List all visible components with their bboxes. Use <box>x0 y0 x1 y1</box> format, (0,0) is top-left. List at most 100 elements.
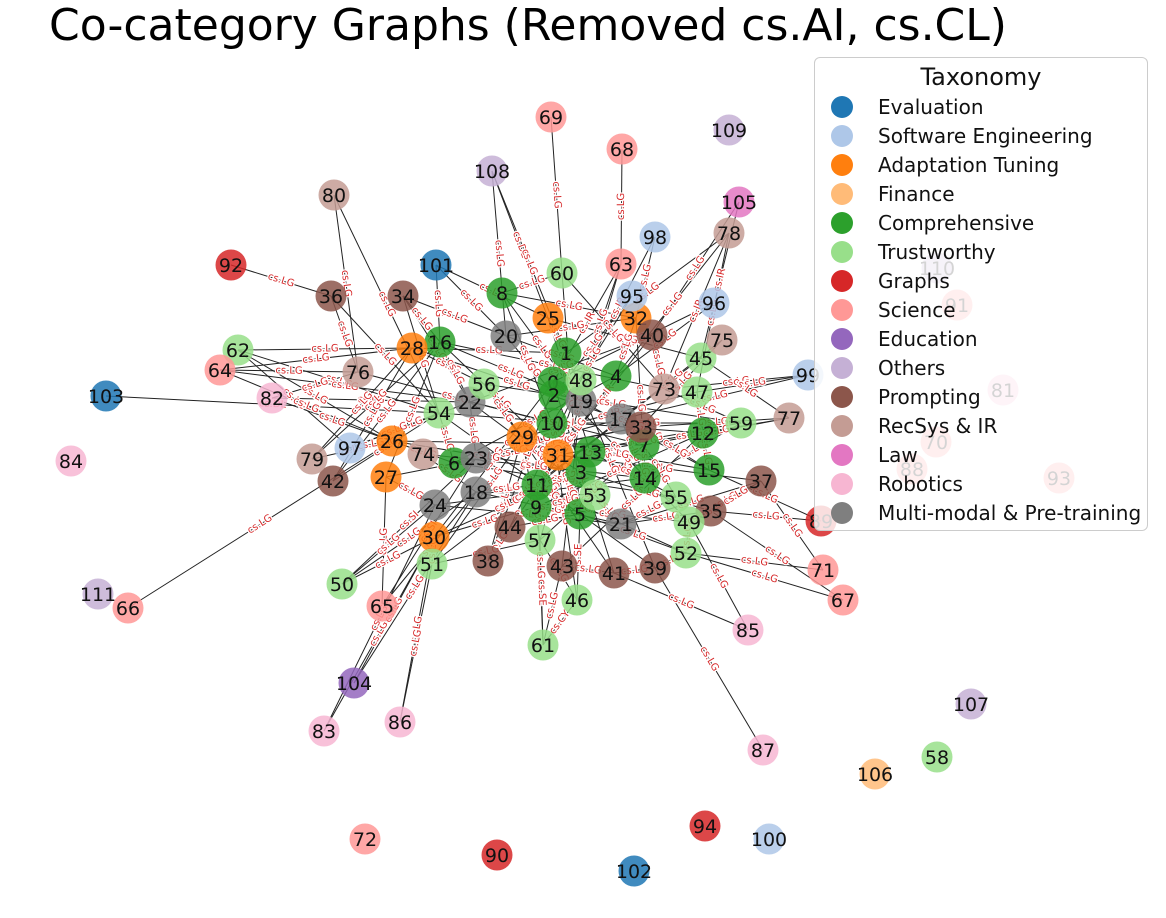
graph-edge <box>501 292 637 319</box>
edge-label: cs.LG <box>652 510 681 525</box>
legend-item: Comprehensive <box>815 208 1147 237</box>
graph-edge <box>323 536 435 732</box>
node-label: 47 <box>685 382 709 404</box>
node-label: 77 <box>777 408 801 430</box>
node-marker <box>326 568 358 600</box>
node-marker <box>859 758 891 790</box>
node-marker <box>521 469 553 501</box>
legend-item: RecSys & IR <box>815 411 1147 440</box>
node-label: 1 <box>560 343 572 365</box>
edge-label: cs.LG <box>409 305 435 333</box>
graph-node: 11 <box>521 469 553 501</box>
node-marker <box>490 320 522 352</box>
graph-node: 36 <box>315 280 347 312</box>
nodes-layer: 0123456789101112131415161718192021222324… <box>55 101 1075 887</box>
graph-edge <box>561 272 665 390</box>
graph-node: 46 <box>561 584 593 616</box>
graph-node: 8 <box>486 277 518 309</box>
graph-edge <box>620 148 623 265</box>
graph-edge <box>487 436 523 562</box>
graph-node: 73 <box>648 373 680 405</box>
graph-edge <box>127 440 393 609</box>
graph-node: 61 <box>527 629 559 661</box>
node-label: 73 <box>652 379 676 401</box>
node-marker <box>215 249 247 281</box>
node-marker <box>342 356 374 388</box>
node-label: 64 <box>208 360 232 382</box>
node-label: 59 <box>729 413 753 435</box>
legend-label: Prompting <box>878 384 981 409</box>
graph-node: 12 <box>687 417 719 449</box>
node-label: 71 <box>811 560 835 582</box>
edge-label: cs.LG <box>683 254 707 283</box>
edge-label: cs.LG <box>707 561 730 590</box>
edge-label: cs.LG <box>372 341 399 368</box>
node-label: 45 <box>689 348 713 370</box>
edge-label: cs.LG <box>660 290 686 318</box>
graph-node: 67 <box>827 584 859 616</box>
graph-node: 63 <box>605 248 637 280</box>
graph-node: 106 <box>857 758 893 790</box>
legend-item: Robotics <box>815 469 1147 498</box>
graph-node: 111 <box>80 578 116 610</box>
legend-marker <box>831 95 853 118</box>
node-label: 9 <box>530 497 542 519</box>
graph-node: 95 <box>616 280 648 312</box>
edge-label: cs.LG <box>378 528 390 556</box>
graph-edge <box>433 506 537 538</box>
legend-marker <box>831 211 853 234</box>
graph-node: 44 <box>494 511 526 543</box>
node-label: 10 <box>540 413 564 435</box>
graph-node: 10 <box>536 407 568 439</box>
legend-marker <box>831 153 853 176</box>
node-label: 11 <box>525 475 549 497</box>
node-marker <box>618 855 650 887</box>
graph-edge <box>271 397 393 442</box>
legend-label: Graphs <box>878 268 950 293</box>
graph-node: 92 <box>215 249 247 281</box>
node-label: 8 <box>496 283 508 305</box>
graph-node: 30 <box>418 521 450 553</box>
legend-marker <box>831 124 853 147</box>
node-label: 100 <box>751 829 787 851</box>
graph-edge <box>219 347 413 371</box>
node-marker <box>561 584 593 616</box>
edge-label: cs.LG <box>444 357 466 386</box>
legend-label: Adaptation Tuning <box>878 152 1060 177</box>
node-label: 83 <box>312 721 336 743</box>
node-marker <box>407 438 439 470</box>
node-label: 18 <box>464 482 488 504</box>
graph-node: 87 <box>747 734 779 766</box>
legend-item: Multi-modal & Pre-training <box>815 498 1147 527</box>
node-marker <box>416 548 448 580</box>
node-marker <box>807 554 839 586</box>
graph-edge <box>341 504 436 585</box>
node-marker <box>546 257 578 289</box>
node-marker <box>565 364 597 396</box>
node-label: 58 <box>925 747 949 769</box>
graph-edge <box>341 457 477 585</box>
node-label: 69 <box>539 107 563 129</box>
node-label: 62 <box>226 340 250 362</box>
edge-label: cs.LG <box>616 193 627 220</box>
node-label: 14 <box>633 468 657 490</box>
node-marker <box>366 590 398 622</box>
graph-node: 74 <box>407 438 439 470</box>
node-label: 74 <box>411 444 435 466</box>
graph-node: 45 <box>685 342 717 374</box>
node-label: 75 <box>710 330 734 352</box>
edge-label: cs.LG <box>492 481 520 495</box>
node-marker <box>538 379 570 411</box>
legend-item: Law <box>815 440 1147 469</box>
node-marker <box>598 557 630 589</box>
edge-label: cs.LG <box>550 181 563 209</box>
graph-node: 78 <box>713 217 745 249</box>
node-marker <box>625 411 657 443</box>
node-label: 35 <box>699 501 723 523</box>
graph-edge <box>237 349 351 449</box>
legend-item: Others <box>815 353 1147 382</box>
graph-edge <box>620 374 809 420</box>
node-label: 68 <box>610 139 634 161</box>
